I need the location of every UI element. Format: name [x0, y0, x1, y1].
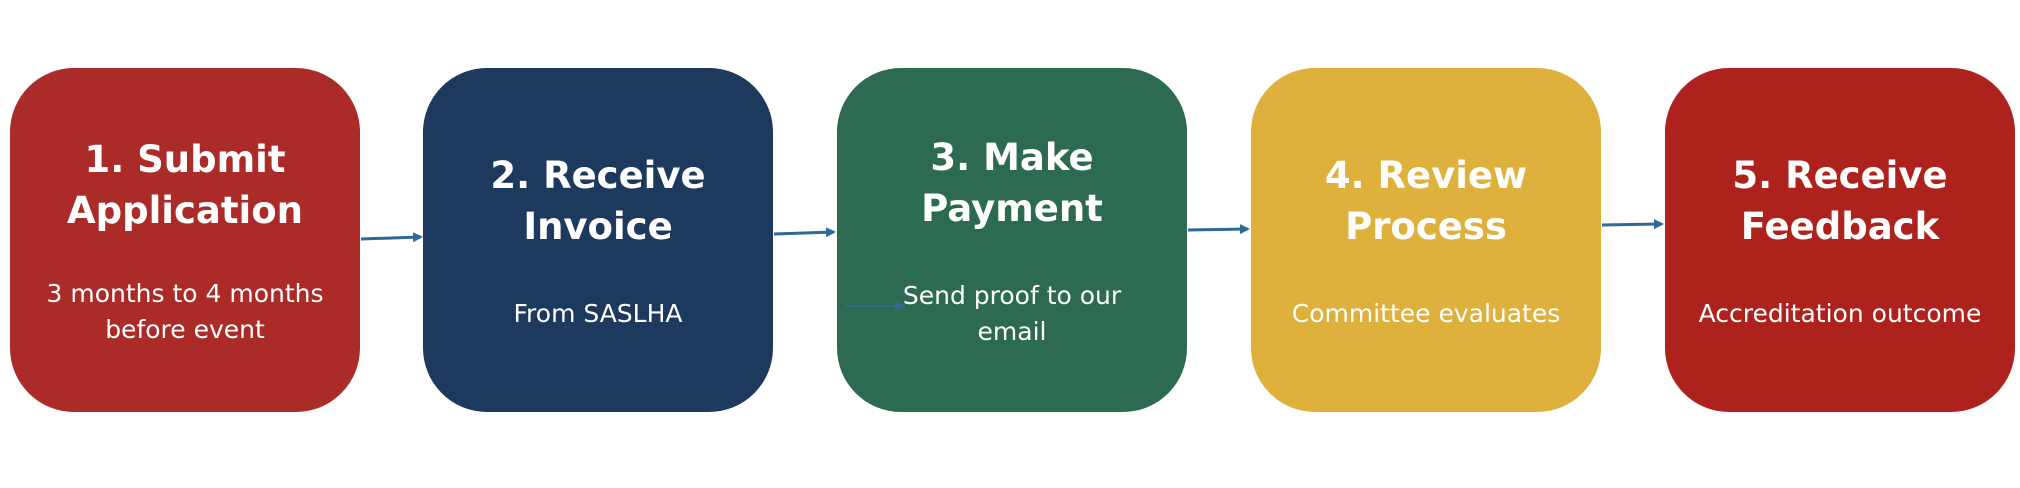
step-title: 1. Submit Application — [66, 138, 303, 232]
step-description: Accreditation outcome — [1698, 299, 1982, 328]
step-receive-invoice: 2. Receive Invoice From SASLHA — [423, 68, 773, 412]
step-description: Send proof to our email — [902, 281, 1122, 346]
step-description: Committee evaluates — [1291, 299, 1561, 328]
step-submit-application: 1. Submit Application 3 months to 4 mont… — [10, 68, 360, 412]
arrow-3-to-4 — [1187, 224, 1250, 235]
step-title: 5. Receive Feedback — [1732, 154, 1948, 248]
step-title: 3. Make Payment — [921, 136, 1103, 230]
step-receive-feedback: 5. Receive Feedback Accreditation outcom… — [1665, 68, 2015, 412]
step-make-payment: 3. Make Payment Send proof to our email — [837, 68, 1187, 412]
arrow-4-to-5 — [1601, 219, 1664, 230]
step-review-process: 4. Review Process Committee evaluates — [1251, 68, 1601, 412]
step-description: From SASLHA — [513, 299, 683, 328]
step-title: 4. Review Process — [1324, 154, 1528, 248]
arrow-2-to-3 — [773, 227, 836, 238]
arrow-1-to-2 — [360, 232, 423, 243]
step-description: 3 months to 4 months before event — [46, 279, 324, 344]
step-title: 2. Receive Invoice — [490, 154, 706, 248]
